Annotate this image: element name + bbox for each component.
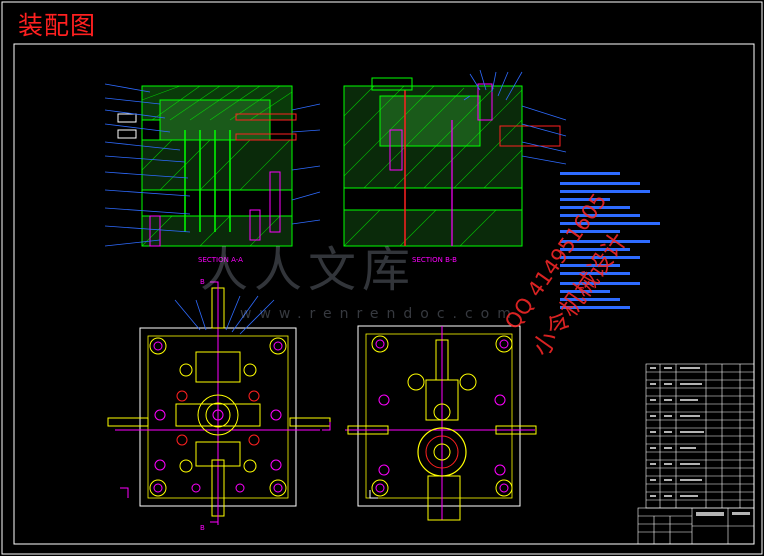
technical-notes xyxy=(560,172,660,309)
section-b-leaders xyxy=(463,69,567,165)
plan-view-fixed-half xyxy=(345,325,537,521)
plan-view-moving-half xyxy=(107,287,331,525)
drawing-title: 装配图 xyxy=(18,11,97,40)
section-a-label: SECTION A-A xyxy=(198,256,243,264)
section-b-view xyxy=(343,77,561,247)
section-cut-markers xyxy=(120,281,331,523)
title-block xyxy=(637,507,755,545)
section-a-leaders xyxy=(104,83,321,247)
parts-list-text xyxy=(650,367,750,516)
inner-frame xyxy=(13,43,755,545)
plan-view-leaders xyxy=(174,295,275,335)
cut-label-b-top: B xyxy=(200,278,205,286)
watermark-logo: 人人文库 xyxy=(200,242,417,298)
cut-label-b-bottom: B xyxy=(200,524,205,532)
watermark-url: www.renrendoc.com xyxy=(240,306,519,322)
parts-list-table xyxy=(645,363,755,509)
section-a-view xyxy=(117,85,297,247)
section-b-label: SECTION B-B xyxy=(412,256,457,264)
